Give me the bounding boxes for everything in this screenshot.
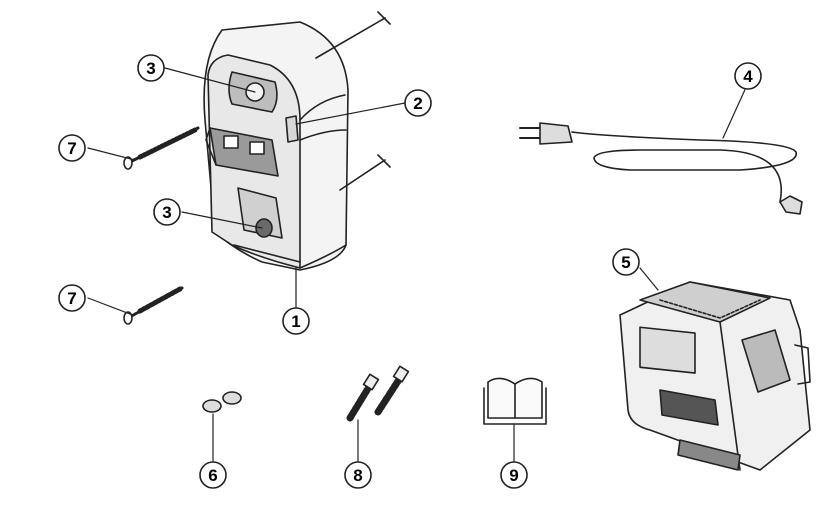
callout-circle-c5 xyxy=(612,248,640,276)
power-cord xyxy=(519,122,803,215)
callout-group: 1 2 3 3 4 5 6 7 7 8 9 xyxy=(58,54,762,489)
callout-label-c7b: 7 xyxy=(67,289,76,308)
callout-circle-c3a xyxy=(137,54,165,82)
manual-book xyxy=(483,377,547,425)
callout-circle-c8 xyxy=(344,461,372,489)
callout-label-c6: 6 xyxy=(208,466,217,485)
callout-label-c1: 1 xyxy=(291,312,300,331)
callout-label-c2: 2 xyxy=(413,94,422,113)
mounting-screws xyxy=(123,126,200,325)
battery-pack xyxy=(619,281,811,471)
wall-anchors xyxy=(346,365,410,422)
leader-lines xyxy=(87,67,749,462)
callout-label-c3a: 3 xyxy=(146,59,155,78)
mount-line-side xyxy=(339,159,386,191)
charger-unit xyxy=(203,21,349,271)
screw-caps xyxy=(202,391,242,413)
callout-label-c8: 8 xyxy=(353,466,362,485)
mount-tick-side xyxy=(377,154,391,168)
callout-label-c5: 5 xyxy=(621,253,630,272)
callout-circle-c2 xyxy=(404,89,432,117)
callout-circle-c9 xyxy=(500,461,528,489)
callout-circle-c1 xyxy=(282,307,310,335)
callout-label-c9: 9 xyxy=(509,466,518,485)
callout-label-c4: 4 xyxy=(743,67,753,86)
callout-label-c7a: 7 xyxy=(67,139,76,158)
callout-circle-c7b xyxy=(58,284,86,312)
mount-line-top xyxy=(315,17,386,59)
callout-circle-c3b xyxy=(153,198,181,226)
mount-tick-top xyxy=(377,11,391,25)
callout-circle-c6 xyxy=(199,461,227,489)
callout-circle-c4 xyxy=(734,62,762,90)
callout-circle-c7a xyxy=(58,134,86,162)
callout-label-c3b: 3 xyxy=(162,203,171,222)
